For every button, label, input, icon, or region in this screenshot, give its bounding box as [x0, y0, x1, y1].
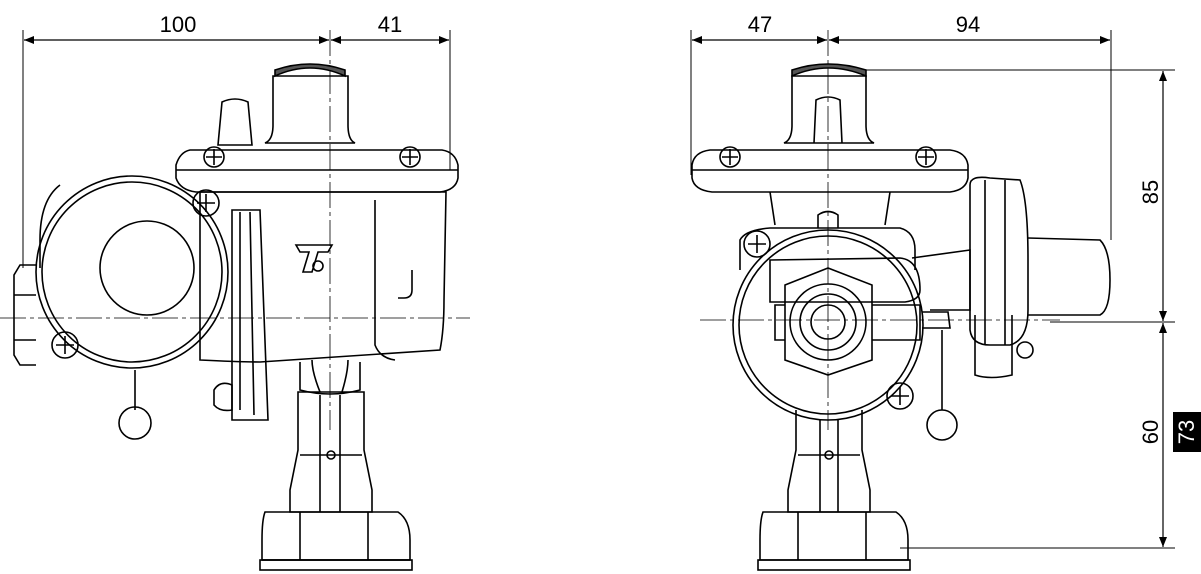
- left-ball-handle: [118, 370, 152, 440]
- left-side-knob: [217, 98, 253, 146]
- right-round-body: [732, 227, 924, 421]
- dim-left-100: 100: [160, 12, 197, 37]
- right-top-dome: [791, 63, 867, 78]
- right-side-housing: [969, 176, 1029, 346]
- left-view: [0, 30, 470, 571]
- manufacturer-logo: [294, 244, 334, 273]
- left-top-dome: [274, 63, 346, 78]
- left-hex-nut: [261, 511, 411, 561]
- left-body: [199, 191, 447, 363]
- left-lever-plate: [231, 209, 269, 421]
- page-number: 73: [1173, 419, 1199, 445]
- right-view: [690, 30, 1175, 571]
- dim-height-60: 60: [1138, 420, 1163, 444]
- right-spring-cap: [1027, 237, 1111, 316]
- right-ball-handle: [926, 409, 958, 441]
- dim-right-47: 47: [748, 12, 772, 37]
- right-stem: [787, 410, 871, 513]
- dim-height-85: 85: [1138, 180, 1163, 204]
- dim-right-94: 94: [956, 12, 980, 37]
- left-round-port: [35, 175, 229, 369]
- right-cover-flange: [691, 149, 969, 193]
- dim-left-41: 41: [378, 12, 402, 37]
- right-hex-nut: [759, 511, 909, 561]
- left-stem: [289, 391, 373, 513]
- page-number-badge: 73: [1173, 412, 1201, 452]
- right-hex-port: [774, 267, 921, 376]
- left-side-inlet: [13, 264, 36, 366]
- dimension-lines: [24, 36, 1167, 547]
